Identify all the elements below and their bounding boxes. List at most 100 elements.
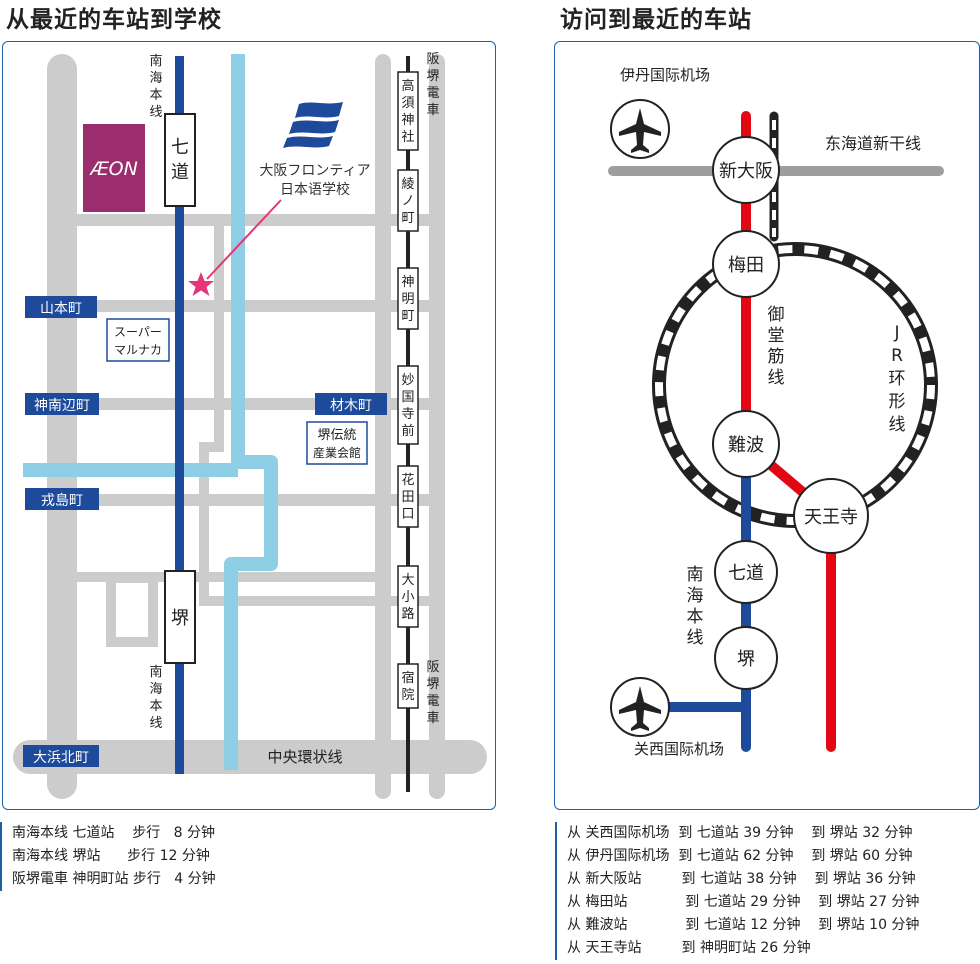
place-ohamakitamachi-box — [23, 745, 99, 767]
access-info: 从 关西国际机场 到 七道站 39 分钟 到 堺站 32 分钟 从 伊丹国际机场… — [555, 822, 979, 960]
hankai-station-label-char: 須 — [401, 96, 414, 111]
hall-line2: 産業会館 — [313, 445, 361, 460]
supermarket-box — [106, 318, 170, 362]
aeon-store — [83, 124, 145, 212]
vertical-label-char: 電 — [426, 86, 439, 101]
nankai-line — [175, 56, 184, 774]
station-shin-osaka: 新大阪 — [712, 136, 780, 204]
school-pointer-line — [206, 199, 282, 280]
tokaido-shinkansen-label: 东海道新干线 — [825, 134, 921, 153]
station-namba-label: 難波 — [728, 435, 764, 456]
hankai-label-top: 阪堺電車 — [426, 52, 439, 118]
place-zaimokucho: 材木町 — [330, 398, 372, 414]
place-jinnanbecho-box — [25, 393, 99, 415]
hall-line1: 堺伝統 — [317, 428, 356, 443]
road-small-vertical-3 — [199, 442, 209, 606]
station-shin-osaka-label: 新大阪 — [719, 161, 773, 182]
river — [23, 54, 278, 770]
hankai-station-box — [397, 169, 419, 232]
hankai-station-label-char: 小 — [401, 590, 414, 605]
vertical-label-char: 堺 — [426, 69, 439, 84]
access-info-row: 从 梅田站 到 七道站 29 分钟 到 堺站 27 分钟 — [567, 894, 920, 910]
road-central-label: 中央環状线 — [267, 748, 342, 766]
hankai-station-label-char: 大 — [401, 573, 414, 588]
hankai-station: 大小路 — [397, 565, 419, 628]
hankai-station-box — [397, 267, 419, 330]
vertical-label-char: 堺 — [426, 677, 439, 692]
hankai-station-label-char: 国 — [401, 390, 414, 405]
hankai-station-label-char: 高 — [401, 78, 414, 94]
vertical-label-char: 南 — [149, 664, 162, 680]
vertical-label-char: 海 — [149, 682, 162, 697]
vertical-label-char: 线 — [768, 368, 785, 388]
vertical-label-char: 环 — [889, 369, 906, 389]
hall-box — [306, 421, 368, 465]
hankai-station-box — [397, 663, 419, 709]
vertical-label-char: 阪 — [426, 660, 439, 675]
access-info-row: 从 難波站 到 七道站 12 分钟 到 堺站 10 分钟 — [567, 917, 920, 933]
hankai-station-label-char: 田 — [401, 490, 414, 505]
kansai-airport-label: 关西国际机场 — [634, 740, 724, 758]
vertical-label-char: 堂 — [768, 326, 785, 346]
station-sakai-box — [164, 570, 196, 664]
place-yamamotocho: 山本町 — [40, 301, 82, 317]
vertical-label-char: 電 — [426, 694, 439, 709]
station-tennoji-label: 天王寺 — [804, 507, 858, 528]
hankai-station-label-char: 寺 — [401, 407, 414, 422]
itami-airport-label: 伊丹国际机场 — [620, 66, 710, 84]
hankai-station-label-char: ノ — [401, 194, 414, 209]
vertical-label-char: 本 — [149, 88, 162, 103]
hankai-station-label-char: 口 — [401, 507, 414, 522]
hankai-station: 宿院 — [397, 663, 419, 709]
hankai-station-label-char: 神 — [401, 275, 414, 290]
nankai-label-top: 南海本线 — [149, 53, 162, 120]
hankai-station-label-char: 町 — [401, 211, 414, 226]
hankai-label-bottom: 阪堺電車 — [426, 660, 439, 726]
place-ebisujimacho-box — [25, 488, 99, 510]
vertical-label-char: J — [893, 323, 899, 343]
station-sakai-label: 堺 — [171, 608, 189, 629]
vertical-label-char: 海 — [687, 586, 704, 606]
station-shichido: 七道 — [714, 540, 778, 604]
vertical-label-char: 車 — [426, 103, 439, 118]
station-umeda-label: 梅田 — [728, 255, 764, 276]
vertical-label-char: R — [891, 346, 903, 366]
nankai-label-bottom: 南海本线 — [149, 664, 162, 731]
supermarket-line2: マルナカ — [114, 343, 162, 357]
vertical-label-char: 車 — [426, 711, 439, 726]
walk-info-row: 阪堺電車 神明町站 步行 4 分钟 — [12, 871, 216, 887]
left-map-title: 从最近的车站到学校 — [6, 7, 222, 33]
hankai-station-label-char: 宿 — [401, 670, 414, 686]
left-map-panel: ÆON 七 道 堺 南海本线 南海本线 阪堺電車 阪堺電車 高須神社綾ノ町神明町… — [2, 41, 496, 810]
hankai-station-label-char: 妙 — [401, 373, 414, 388]
vertical-label-char: 形 — [889, 392, 906, 412]
aeon-logo: ÆON — [89, 158, 138, 180]
hankai-station-label-char: 前 — [401, 423, 414, 439]
access-info-row: 从 伊丹国际机场 到 七道站 62 分钟 到 堺站 60 分钟 — [567, 848, 913, 864]
hankai-station-label-char: 社 — [401, 129, 414, 145]
station-tennoji: 天王寺 — [793, 478, 869, 554]
hankai-station-box — [397, 365, 419, 445]
kansai-airport-icon — [610, 677, 670, 737]
hankai-station-label-char: 花 — [401, 472, 414, 488]
vertical-label-char: 阪 — [426, 52, 439, 67]
vertical-label-char: 筋 — [768, 347, 785, 367]
vertical-label-char: 本 — [687, 607, 704, 627]
place-jinnanbecho: 神南辺町 — [34, 398, 90, 414]
school-logo — [283, 102, 343, 148]
hankai-station-label-char: 神 — [401, 113, 414, 128]
hankai-station-label-char: 綾 — [401, 176, 414, 192]
place-ohamakitamachi: 大浜北町 — [33, 750, 89, 766]
road-central-loop — [13, 740, 487, 774]
access-info-row: 从 关西国际机场 到 七道站 39 分钟 到 堺站 32 分钟 — [567, 825, 913, 841]
station-shichido-char-2: 道 — [171, 162, 189, 183]
walk-info-row: 南海本线 七道站 步行 8 分钟 — [12, 825, 215, 841]
road-vertical-right — [375, 54, 391, 799]
road-small-vertical — [214, 226, 224, 448]
